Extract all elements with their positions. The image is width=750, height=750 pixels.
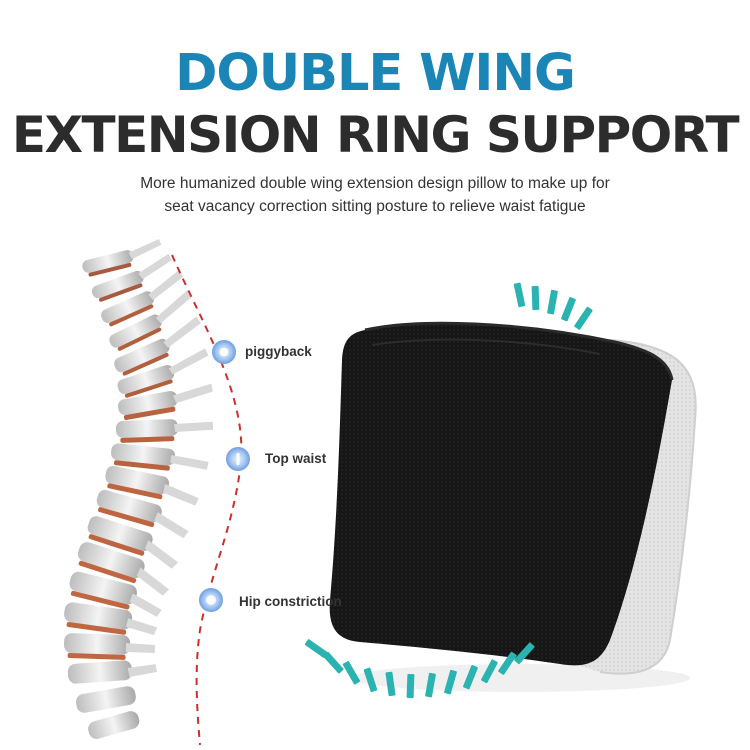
top-waist-marker bbox=[226, 447, 250, 471]
piggyback-marker bbox=[212, 340, 236, 364]
page-subtitle: More humanized double wing extension des… bbox=[60, 172, 690, 218]
hip-constriction-label: Hip constriction bbox=[239, 594, 342, 609]
top-arc-indicator bbox=[513, 282, 593, 330]
spine-illustration bbox=[63, 238, 214, 739]
hip-constriction-marker bbox=[199, 588, 223, 612]
top-waist-label: Top waist bbox=[265, 451, 327, 466]
page-title-line-2: EXTENSION RING SUPPORT bbox=[11, 106, 740, 164]
page-title-line-1: DOUBLE WING bbox=[175, 44, 576, 103]
product-illustration bbox=[63, 238, 697, 746]
lumbar-pillow-image bbox=[329, 321, 697, 692]
piggyback-label: piggyback bbox=[245, 344, 312, 359]
subtitle-line-2: seat vacancy correction sitting posture … bbox=[164, 198, 586, 215]
subtitle-line-1: More humanized double wing extension des… bbox=[140, 175, 610, 192]
bottom-arc-indicator bbox=[304, 639, 535, 699]
